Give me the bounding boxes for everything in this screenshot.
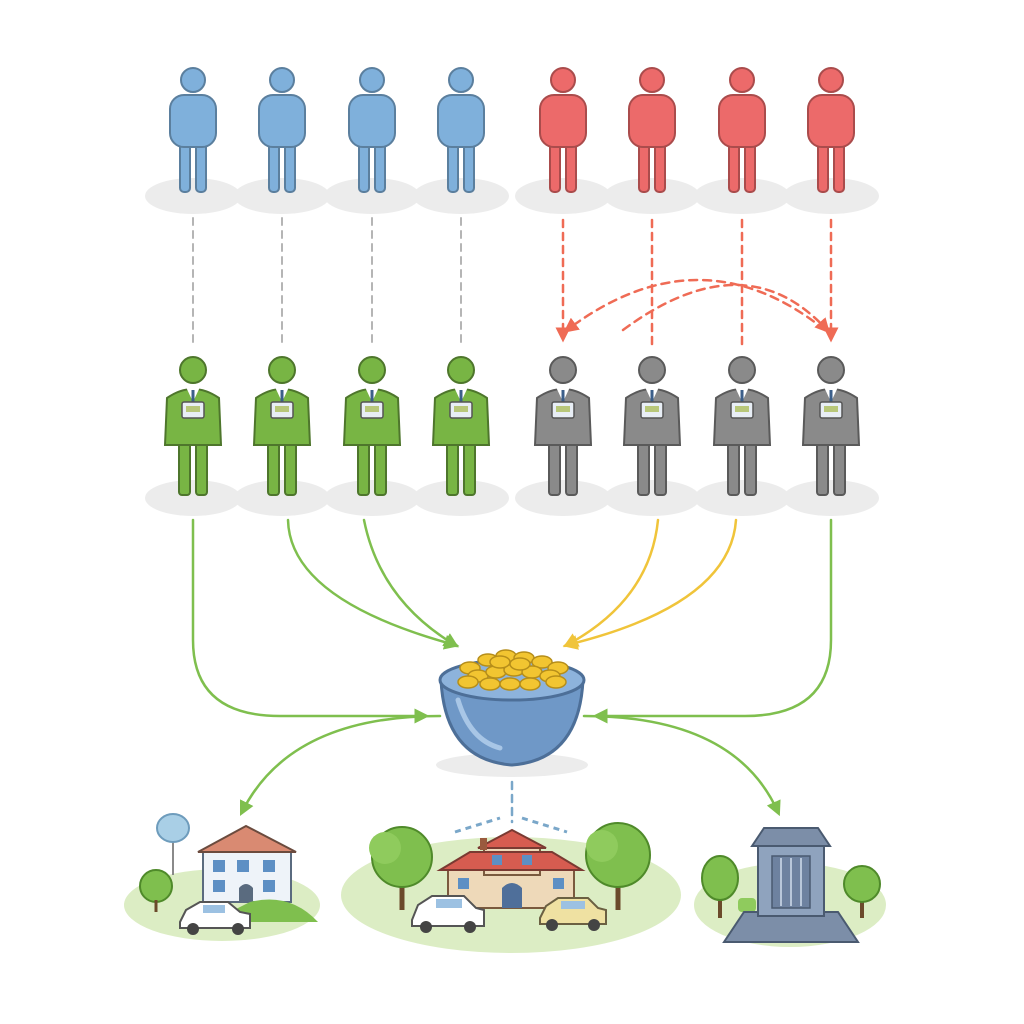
- voter-blue-icon: [413, 67, 509, 214]
- official-row: [145, 356, 879, 516]
- swap-arrow: [621, 283, 831, 334]
- voter-red-icon: [694, 67, 790, 214]
- voter-red-icon: [604, 67, 700, 214]
- house-with-car-icon: [124, 813, 320, 941]
- official-gray-icon: [694, 356, 790, 516]
- voter-row: [145, 67, 879, 214]
- government-building-icon: [694, 827, 886, 947]
- distribution-arrow: [582, 714, 781, 817]
- voter-blue-icon: [324, 67, 420, 214]
- official-green-icon: [324, 356, 420, 516]
- gold-coins-icon: [457, 649, 569, 691]
- funding-arrow: [563, 518, 660, 648]
- voter-red-icon: [515, 67, 611, 214]
- official-green-icon: [234, 356, 330, 516]
- funding-arrow: [191, 518, 430, 724]
- distribution-arrow: [239, 714, 442, 817]
- neighborhood-icon: [341, 816, 681, 953]
- official-gray-icon: [783, 356, 879, 516]
- swap-arrow: [563, 278, 827, 333]
- funding-arrow: [362, 518, 459, 648]
- pot-of-coins-icon: [436, 649, 588, 777]
- funding-arrow: [562, 518, 738, 650]
- funding-arrow: [592, 518, 833, 724]
- funding-arrow: [286, 518, 460, 650]
- official-gray-icon: [515, 356, 611, 516]
- voter-red-icon: [783, 67, 879, 214]
- voter-blue-icon: [234, 67, 330, 214]
- official-green-icon: [413, 356, 509, 516]
- connector-layer: [191, 217, 839, 824]
- official-gray-icon: [604, 356, 700, 516]
- voter-blue-icon: [145, 67, 241, 214]
- official-green-icon: [145, 356, 241, 516]
